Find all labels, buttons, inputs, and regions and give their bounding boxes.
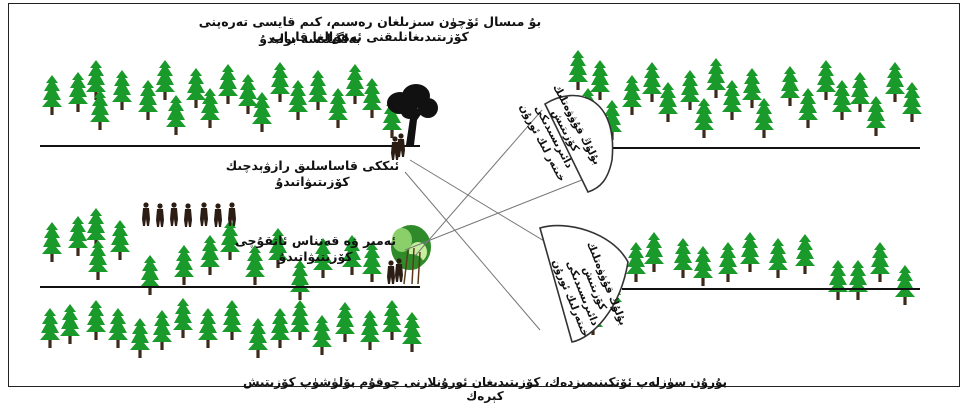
pine-tree-icon: [885, 62, 905, 102]
pine-tree-icon: [828, 260, 848, 300]
pine-tree-icon: [248, 318, 268, 358]
pine-tree-icon: [88, 240, 108, 280]
pine-tree-icon: [86, 300, 106, 340]
label-two-observers: ئىككى قاساسلىق رازۋېدچىك كۆزىتىۋاتىدۇ: [225, 158, 400, 189]
pine-tree-icon: [642, 62, 662, 102]
pine-tree-icon: [402, 312, 422, 352]
broadleaf-tree-icon: [387, 84, 438, 145]
pine-tree-icon: [308, 70, 328, 110]
pine-tree-icon: [138, 80, 158, 120]
pine-tree-icon: [644, 232, 664, 272]
label-skilled-observers: ئەمىر ۋە قەنناس ئاتقۇچى كۆزىتىۋاتىدۇ: [234, 233, 397, 264]
lens-bottom: [539, 224, 629, 343]
pine-tree-icon: [90, 90, 110, 130]
diagram-frame: [8, 3, 960, 387]
soldier-icon: [228, 202, 236, 226]
pine-tree-icon: [768, 238, 788, 278]
pine-tree-icon: [200, 88, 220, 128]
pine-tree-icon: [568, 50, 588, 90]
soldier-icon: [142, 202, 150, 226]
pine-tree-icon: [110, 220, 130, 260]
pine-tree-icon: [68, 216, 88, 256]
pine-tree-icon: [173, 298, 193, 338]
pine-tree-icon: [658, 82, 678, 122]
pine-tree-icon: [754, 98, 774, 138]
pine-tree-icon: [673, 238, 693, 278]
pine-tree-icon: [622, 75, 642, 115]
pine-tree-icon: [222, 300, 242, 340]
pine-tree-icon: [816, 60, 836, 100]
pine-tree-icon: [68, 72, 88, 112]
pine-tree-icon: [270, 62, 290, 102]
pine-tree-icon: [694, 98, 714, 138]
pine-tree-icon: [866, 96, 886, 136]
pine-tree-icon: [850, 72, 870, 112]
title-line-2: بەلگىلىسە بولىدۇ: [259, 31, 361, 46]
pine-tree-icon: [42, 75, 62, 115]
pine-tree-icon: [798, 88, 818, 128]
pine-tree-icon: [626, 242, 646, 282]
pine-tree-icon: [328, 88, 348, 128]
pine-tree-icon: [140, 255, 160, 295]
soldier-group: [142, 202, 236, 227]
pine-tree-icon: [312, 315, 332, 355]
pine-tree-icon: [218, 64, 238, 104]
pine-tree-icon: [345, 64, 365, 104]
pine-tree-icon: [693, 246, 713, 286]
pine-tree-icon: [742, 68, 762, 108]
pine-tree-icon: [680, 70, 700, 110]
pine-tree-icon: [870, 242, 890, 282]
pine-tree-icon: [155, 60, 175, 100]
pine-tree-icon: [895, 265, 915, 305]
soldier-icon: [184, 203, 192, 227]
pine-tree-icon: [40, 308, 60, 348]
pine-tree-icon: [42, 222, 62, 262]
pine-tree-icon: [174, 245, 194, 285]
pine-tree-icon: [130, 318, 150, 358]
pine-tree-icon: [706, 58, 726, 98]
pine-tree-icon: [152, 310, 172, 350]
pine-tree-icon: [795, 234, 815, 274]
pine-tree-icon: [108, 308, 128, 348]
pine-tree-icon: [166, 95, 186, 135]
title-line-1: بۇ مىسال ئۆچۈن سىزىلغان رەسىم، كىم قايسى…: [198, 14, 542, 44]
pine-tree-icon: [86, 208, 106, 248]
pine-tree-icon: [848, 260, 868, 300]
pine-tree-icon: [832, 80, 852, 120]
pine-tree-icon: [112, 70, 132, 110]
pine-tree-icon: [288, 80, 308, 120]
pine-tree-icon: [200, 235, 220, 275]
bottom-caption: بۇرۇن سۈزلەپ ئۆتكىنىمىزدەك، كۆزىتىدىغان …: [242, 375, 728, 403]
pine-tree-icon: [780, 66, 800, 106]
pine-tree-icon: [290, 260, 310, 300]
pine-tree-icon: [382, 300, 402, 340]
pine-tree-icon: [198, 308, 218, 348]
pine-tree-icon: [718, 242, 738, 282]
pine-tree-icon: [60, 304, 80, 344]
soldier-icon: [156, 203, 164, 227]
soldier-icon: [200, 202, 208, 226]
pine-tree-icon: [590, 60, 610, 100]
pine-tree-icon: [362, 78, 382, 118]
soldier-icon: [214, 203, 222, 227]
pine-tree-icon: [902, 82, 922, 122]
pine-tree-icon: [270, 308, 290, 348]
pine-tree-icon: [360, 310, 380, 350]
pine-tree-icon: [290, 300, 310, 340]
pine-tree-icon: [722, 80, 742, 120]
lens-top: [543, 94, 614, 193]
soldier-icon: [170, 202, 178, 226]
pine-tree-icon: [740, 232, 760, 272]
pine-tree-icon: [335, 302, 355, 342]
pine-tree-icon: [186, 68, 206, 108]
